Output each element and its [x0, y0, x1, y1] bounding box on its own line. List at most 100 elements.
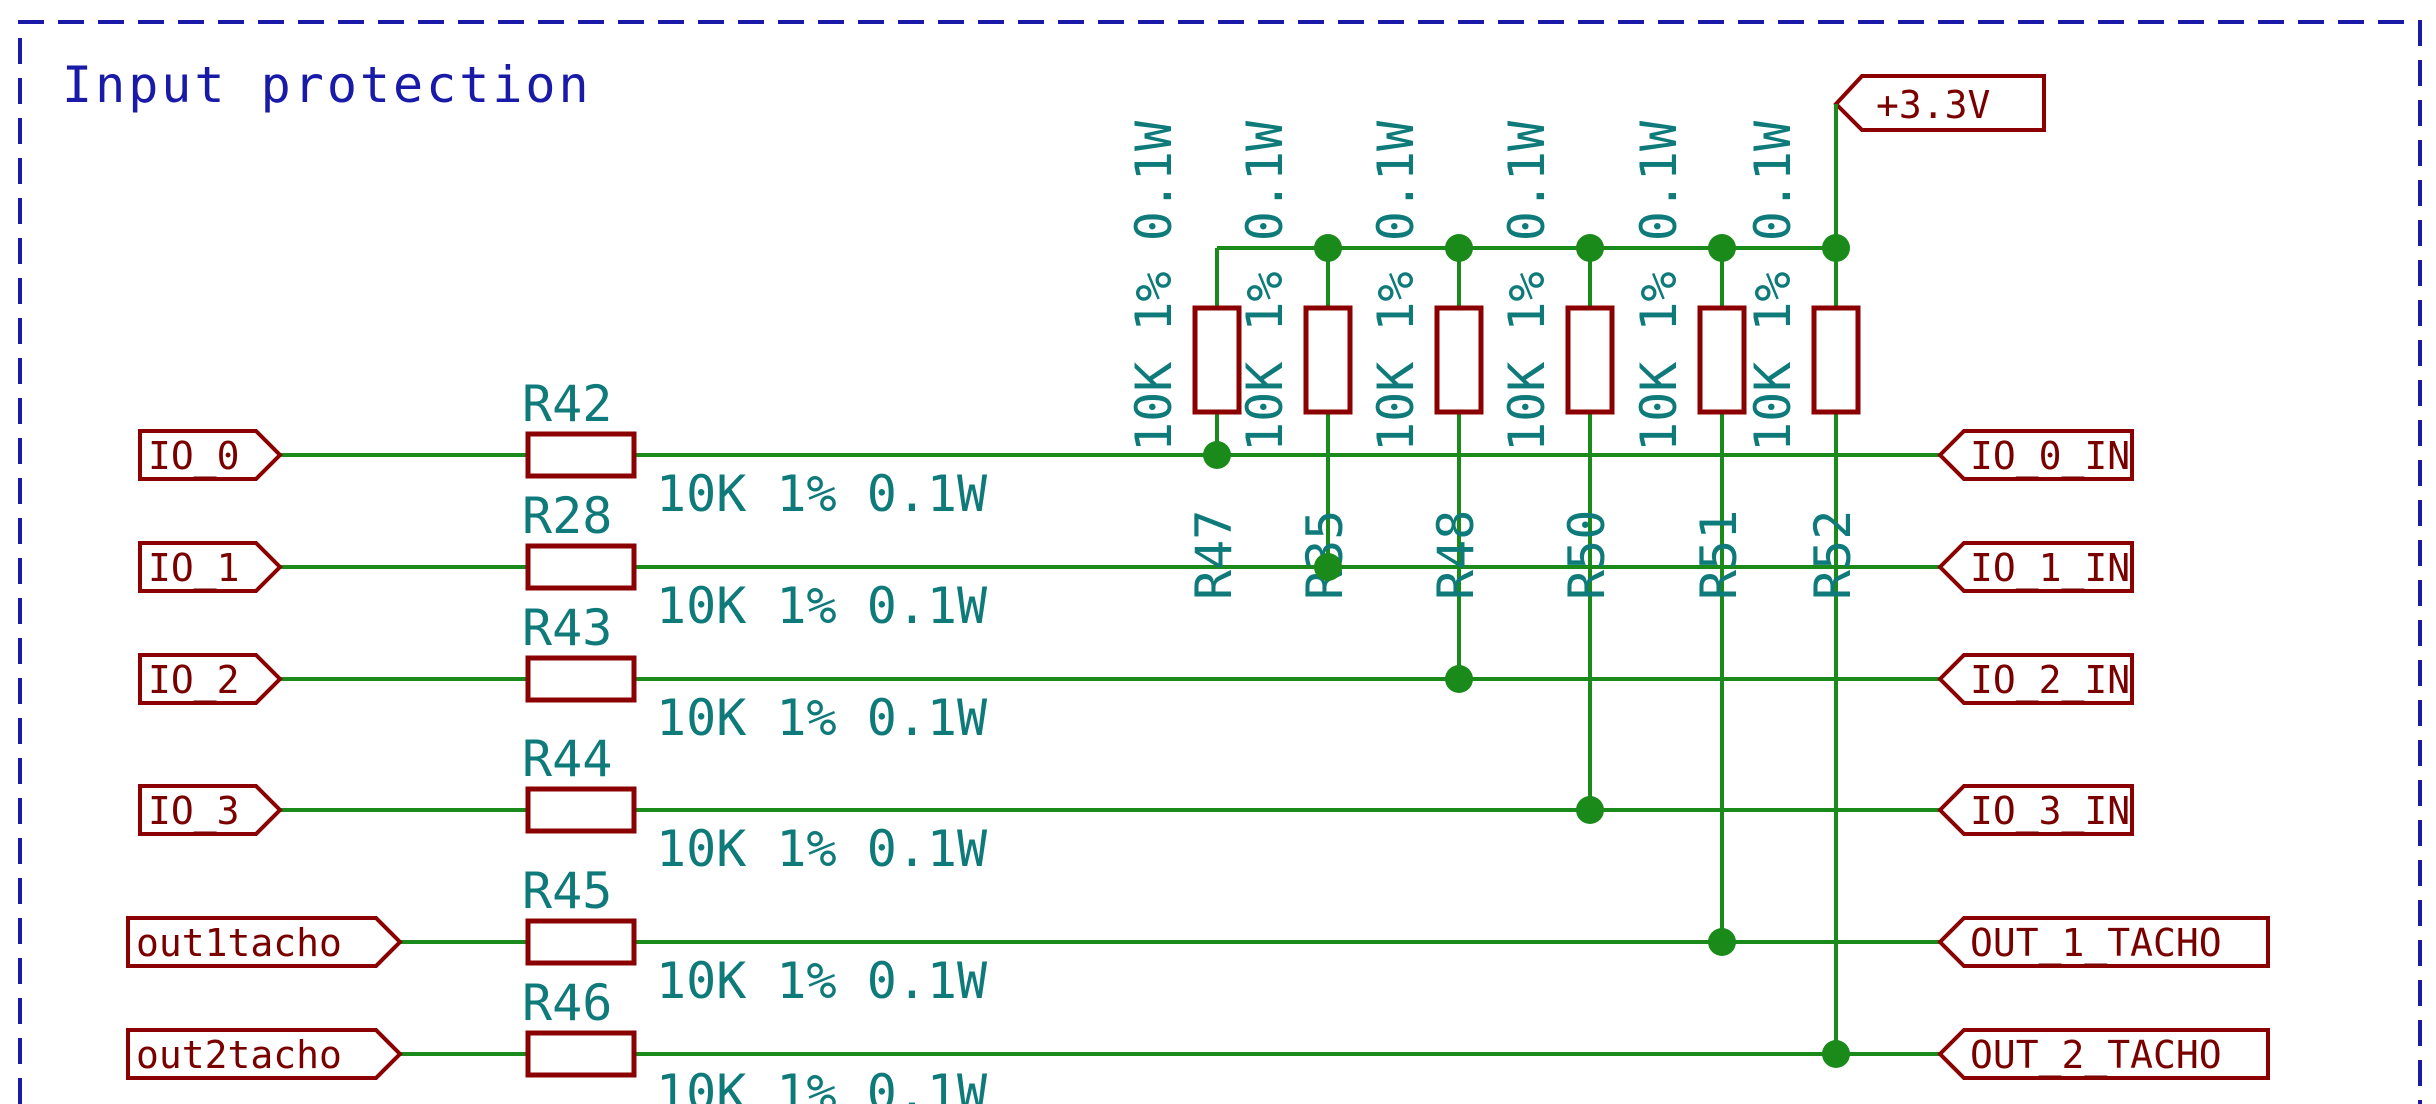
output-label-io-2-in[interactable]: IO_2_IN — [1937, 653, 2134, 705]
label-shape — [1937, 429, 2134, 481]
series-ref: R44 — [522, 730, 612, 788]
resistor-body — [1565, 305, 1615, 415]
input-label-io-3[interactable]: IO_3 — [138, 784, 283, 836]
resistor-body — [525, 655, 637, 703]
junction-dot — [1445, 665, 1473, 693]
junction-dot — [1314, 553, 1342, 581]
label-text: IO_3_IN — [1970, 789, 2130, 834]
junction-dot — [1203, 441, 1231, 469]
input-label-out1tacho[interactable]: out1tacho — [126, 916, 403, 968]
series-value: 10K 1% 0.1W — [656, 820, 988, 878]
label-text: IO_1_IN — [1970, 546, 2130, 591]
output-label-io-3-in[interactable]: IO_3_IN — [1937, 784, 2134, 836]
sheet-border — [18, 20, 2422, 1104]
label-shape — [126, 1028, 403, 1080]
label-text: IO_3 — [148, 789, 240, 834]
input-label-io-2[interactable]: IO_2 — [138, 653, 283, 705]
pullup-ref: R52 — [1804, 510, 1862, 600]
label-shape — [1937, 1028, 2270, 1080]
resistor-body — [1303, 305, 1353, 415]
pullup-value: 10K 1% 0.1W — [1125, 120, 1183, 452]
label-shape — [138, 653, 283, 705]
output-label-io-1-in[interactable]: IO_1_IN — [1937, 541, 2134, 593]
label-shape — [138, 784, 283, 836]
resistor-body — [1697, 305, 1747, 415]
resistor-body — [525, 918, 637, 966]
label-text: IO_0 — [148, 434, 240, 479]
label-text: IO_1 — [148, 546, 240, 591]
junction-dot — [1708, 234, 1736, 262]
input-label-io-1[interactable]: IO_1 — [138, 541, 283, 593]
series-ref: R43 — [522, 599, 612, 657]
label-shape — [1937, 653, 2134, 705]
label-shape — [138, 541, 283, 593]
sheet-title: Input protection — [62, 56, 592, 114]
label-shape — [126, 916, 403, 968]
resistor-body — [525, 786, 637, 834]
series-ref: R28 — [522, 487, 612, 545]
label-text: OUT_1_TACHO — [1970, 921, 2222, 966]
series-value: 10K 1% 0.1W — [656, 1064, 988, 1104]
junction-group — [1203, 234, 1850, 1068]
resistor-body — [1192, 305, 1242, 415]
series-resistor-r45[interactable]: R45 10K 1% 0.1W — [522, 862, 988, 1010]
label-text: IO_0_IN — [1970, 434, 2130, 479]
label-shape — [138, 429, 283, 481]
output-label-io-0-in[interactable]: IO_0_IN — [1937, 429, 2134, 481]
series-resistor-group: R42 10K 1% 0.1W R28 10K 1% 0.1W R43 10K 1% 0.… — [522, 375, 988, 1104]
series-resistor-r44[interactable]: R44 10K 1% 0.1W — [522, 730, 988, 878]
power-flag-label: +3.3V — [1876, 83, 1990, 127]
resistor-body — [525, 543, 637, 591]
resistor-body — [525, 1030, 637, 1078]
series-ref: R45 — [522, 862, 612, 920]
pullup-value: 10K 1% 0.1W — [1744, 120, 1802, 452]
pullup-value: 10K 1% 0.1W — [1236, 120, 1294, 452]
output-label-out-1-tacho[interactable]: OUT_1_TACHO — [1937, 916, 2270, 968]
input-label-out2tacho[interactable]: out2tacho — [126, 1028, 403, 1080]
pullup-ref: R51 — [1690, 510, 1748, 600]
input-label-group: IO_0IO_1IO_2IO_3 out1tacho out2tacho — [126, 429, 403, 1080]
label-text: OUT_2_TACHO — [1970, 1033, 2222, 1078]
pullup-ref: R47 — [1185, 510, 1243, 600]
power-flag-3v3[interactable]: +3.3V — [1833, 74, 2046, 132]
pullup-value: 10K 1% 0.1W — [1498, 120, 1556, 452]
pullup-value: 10K 1% 0.1W — [1630, 120, 1688, 452]
label-text: IO_2 — [148, 658, 240, 703]
series-ref: R42 — [522, 375, 612, 433]
series-ref: R46 — [522, 974, 612, 1032]
label-shape — [1937, 784, 2134, 836]
series-value: 10K 1% 0.1W — [656, 689, 988, 747]
series-resistor-r46[interactable]: R46 10K 1% 0.1W — [522, 974, 988, 1104]
output-label-group: IO_0_IN IO_1_IN IO_2_IN IO_3_IN OUT_1_TACHO O… — [1937, 429, 2270, 1080]
pullup-value: 10K 1% 0.1W — [1367, 120, 1425, 452]
label-text: out1tacho — [136, 921, 342, 965]
label-shape — [1937, 916, 2270, 968]
series-resistor-r42[interactable]: R42 10K 1% 0.1W — [522, 375, 988, 523]
pullup-ref: R50 — [1558, 510, 1616, 600]
input-label-io-0[interactable]: IO_0 — [138, 429, 283, 481]
junction-dot — [1576, 796, 1604, 824]
pullup-resistor-r35[interactable]: 10K 1% 0.1WR35 — [1236, 120, 1354, 600]
label-shape — [1937, 541, 2134, 593]
junction-dot — [1822, 234, 1850, 262]
series-value: 10K 1% 0.1W — [656, 465, 988, 523]
output-label-out-2-tacho[interactable]: OUT_2_TACHO — [1937, 1028, 2270, 1080]
junction-dot — [1822, 1040, 1850, 1068]
junction-dot — [1708, 928, 1736, 956]
label-text: IO_2_IN — [1970, 658, 2130, 703]
series-resistor-r43[interactable]: R43 10K 1% 0.1W — [522, 599, 988, 747]
resistor-body — [1811, 305, 1861, 415]
series-resistor-r28[interactable]: R28 10K 1% 0.1W — [522, 487, 988, 635]
label-text: out2tacho — [136, 1033, 342, 1077]
series-value: 10K 1% 0.1W — [656, 577, 988, 635]
resistor-body — [525, 431, 637, 479]
series-value: 10K 1% 0.1W — [656, 952, 988, 1010]
junction-dot — [1314, 234, 1342, 262]
